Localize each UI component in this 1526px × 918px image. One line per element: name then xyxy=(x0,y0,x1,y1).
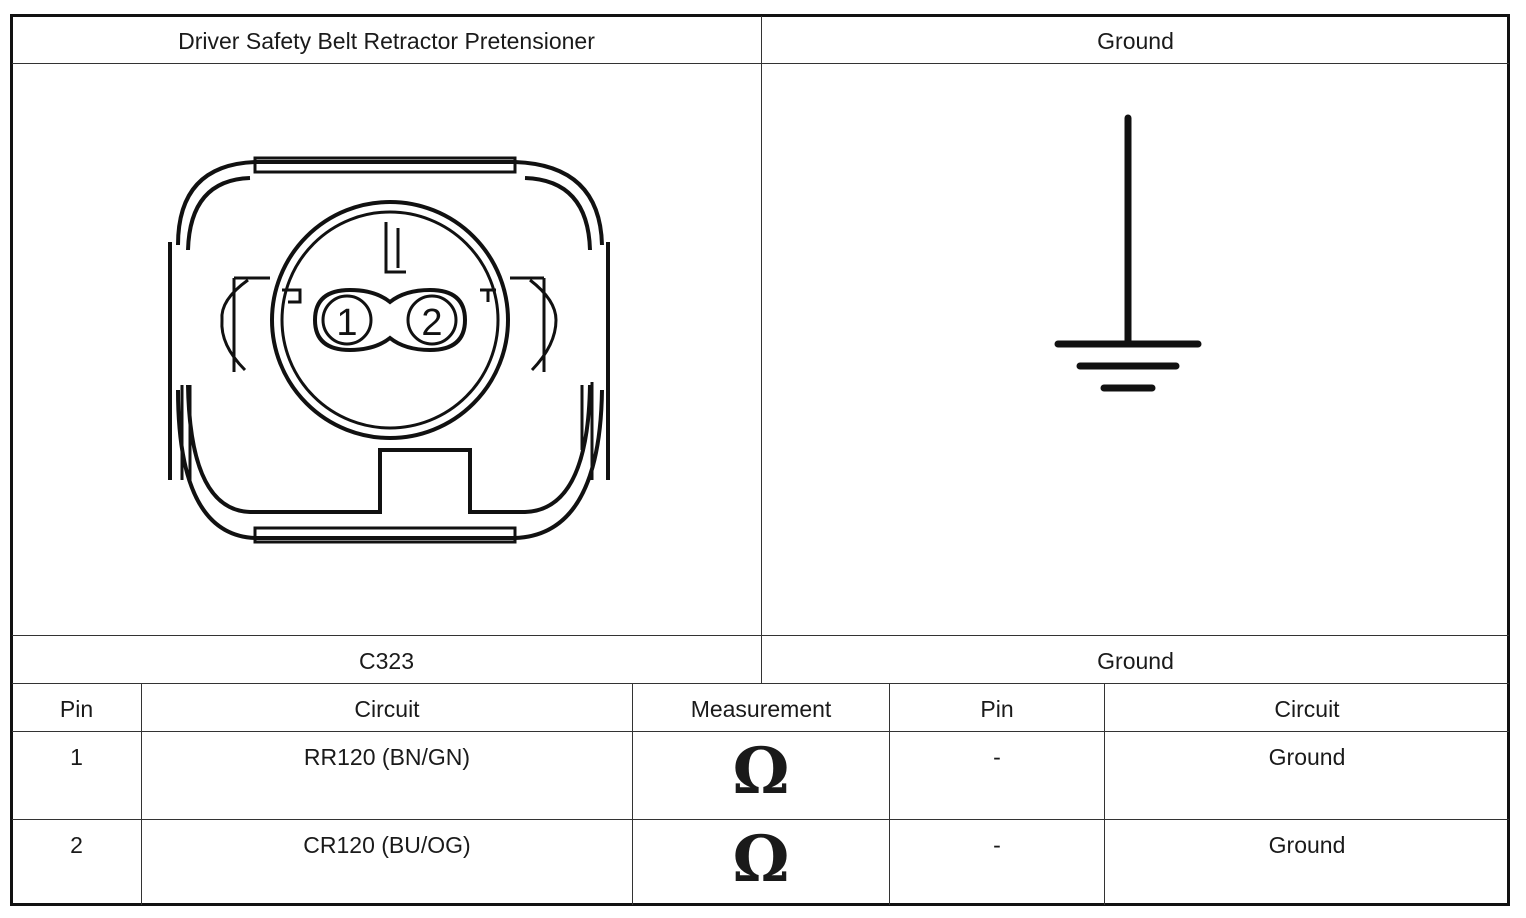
table-row-1-pin: 1 xyxy=(70,744,83,770)
component-title: Driver Safety Belt Retractor Pretensione… xyxy=(178,28,595,54)
ground-title: Ground xyxy=(1097,28,1174,54)
divider xyxy=(12,819,1509,820)
column-header-pin-2: Pin xyxy=(980,696,1014,722)
connector-id: C323 xyxy=(359,648,414,674)
divider xyxy=(761,16,762,684)
table-row-2-circuit: CR120 (BU/OG) xyxy=(303,832,471,858)
divider xyxy=(889,683,890,905)
divider xyxy=(12,683,1509,684)
divider xyxy=(12,63,1509,64)
table-row-2-circuit-2: Ground xyxy=(1268,832,1346,858)
table-row-2-pin-2: - xyxy=(993,832,1001,858)
column-header-pin: Pin xyxy=(59,696,94,722)
connector-face-diagram: 1 2 xyxy=(168,156,610,544)
pin-label-2: 2 xyxy=(421,302,442,344)
table-row-2-pin: 2 xyxy=(70,832,83,858)
column-header-circuit-2: Circuit xyxy=(1274,696,1340,722)
divider xyxy=(1104,683,1105,905)
pin-label-1: 1 xyxy=(336,302,357,344)
table-row-1-circuit-2: Ground xyxy=(1268,744,1346,770)
divider xyxy=(632,683,633,905)
divider xyxy=(12,635,1509,636)
divider xyxy=(141,683,142,905)
table-row-1-pin-2: - xyxy=(993,744,1001,770)
ground-id: Ground xyxy=(1097,648,1174,674)
ground-symbol-icon xyxy=(1054,114,1202,392)
column-header-circuit: Circuit xyxy=(354,696,420,722)
ohm-meter-icon: Ω xyxy=(732,734,790,809)
column-header-measurement: Measurement xyxy=(690,696,832,722)
divider xyxy=(12,731,1509,732)
ohm-meter-icon: Ω xyxy=(732,822,790,897)
pinout-table-frame xyxy=(10,14,1510,906)
table-row-1-circuit: RR120 (BN/GN) xyxy=(303,744,471,770)
